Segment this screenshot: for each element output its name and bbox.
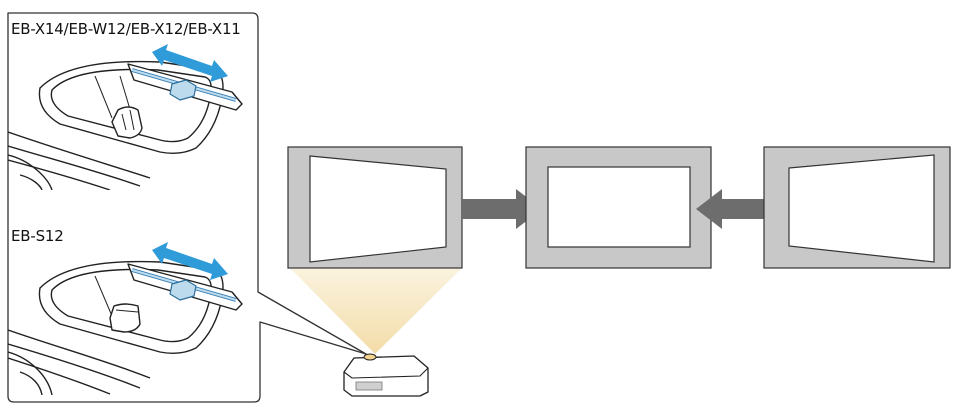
projector-closeup-bottom [8,260,243,395]
screen-keystone-right [763,146,951,269]
projection-beam [290,268,462,354]
slider-direction-arrow-bottom [152,242,228,280]
model-label-top: EB-X14/EB-W12/EB-X12/EB-X11 [11,20,241,38]
screen-corrected [525,146,712,269]
slider-direction-arrow-top [152,44,228,82]
arrow-right [462,189,542,229]
arrow-left [696,189,775,229]
projector-unit [343,353,429,397]
projector-closeup-top [8,60,243,190]
screen-keystone-left [287,146,463,269]
model-label-bottom: EB-S12 [11,227,64,245]
